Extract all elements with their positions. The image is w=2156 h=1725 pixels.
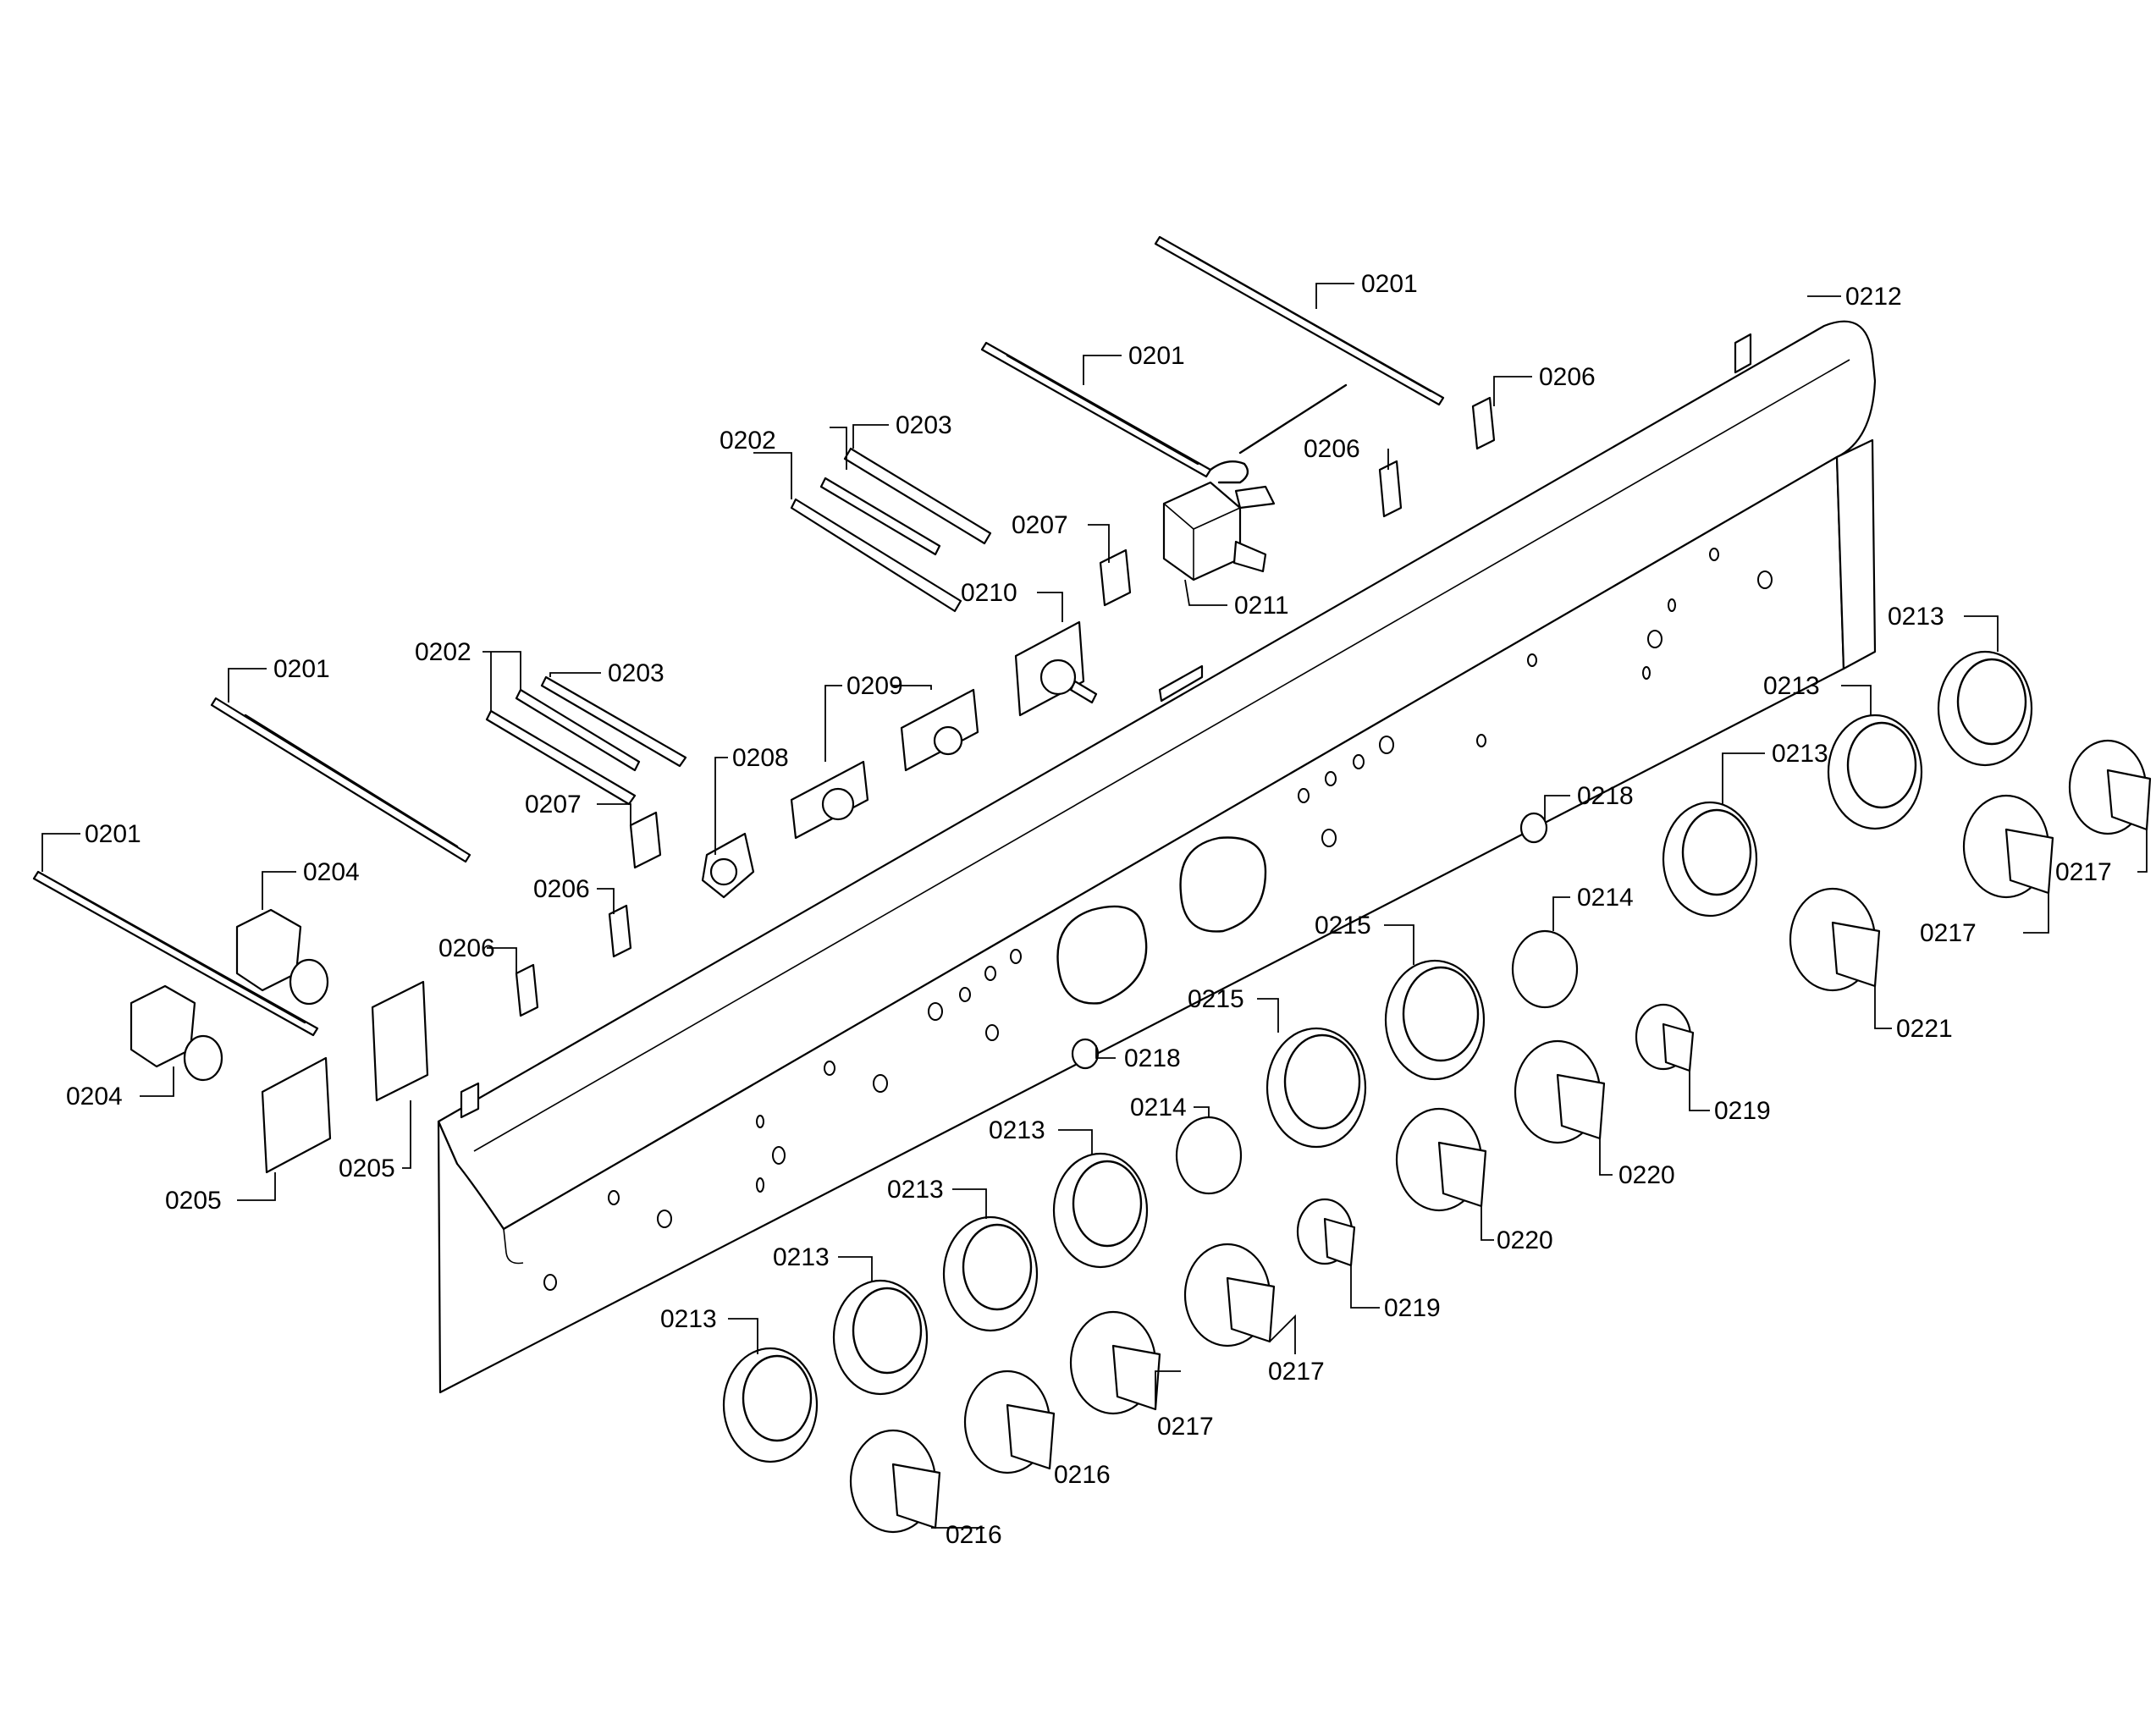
label-0201-c: 0201 bbox=[273, 655, 330, 683]
panel-holes bbox=[543, 548, 1773, 1291]
label-0206-b: 0206 bbox=[1304, 435, 1360, 463]
control-panel bbox=[437, 320, 1877, 1394]
label-0205-b: 0205 bbox=[165, 1187, 222, 1215]
label-0220-b: 0220 bbox=[1618, 1161, 1675, 1189]
label-0203-b: 0203 bbox=[608, 659, 664, 687]
label-0204-b: 0204 bbox=[66, 1083, 123, 1111]
label-0219-a: 0219 bbox=[1384, 1294, 1441, 1322]
label-0214-b: 0214 bbox=[1577, 884, 1634, 912]
knobs-and-bezels bbox=[722, 650, 2152, 1534]
label-0204-a: 0204 bbox=[303, 858, 360, 886]
leader-lines bbox=[41, 283, 2148, 1529]
label-0213-c: 0213 bbox=[887, 1176, 944, 1204]
label-0202-b: 0202 bbox=[415, 638, 471, 666]
label-0213-e: 0213 bbox=[1772, 740, 1828, 768]
label-0210: 0210 bbox=[961, 579, 1017, 607]
label-0203-a: 0203 bbox=[896, 411, 952, 439]
label-0215-b: 0215 bbox=[1315, 912, 1371, 940]
label-0211: 0211 bbox=[1234, 592, 1289, 620]
label-0215-a: 0215 bbox=[1188, 985, 1244, 1013]
label-0219-b: 0219 bbox=[1714, 1097, 1771, 1125]
label-0206-d: 0206 bbox=[438, 934, 495, 962]
label-0201-b: 0201 bbox=[1128, 342, 1185, 370]
label-0202-a: 0202 bbox=[720, 427, 776, 455]
label-0213-f: 0213 bbox=[1763, 672, 1820, 700]
label-0208: 0208 bbox=[732, 744, 789, 772]
label-0205-a: 0205 bbox=[339, 1155, 395, 1182]
label-0217-b: 0217 bbox=[1268, 1358, 1325, 1386]
label-0216-a: 0216 bbox=[946, 1521, 1002, 1549]
part-labels: 0201 0201 0212 0206 0206 0202 0203 0207 … bbox=[66, 270, 2112, 1549]
label-0206-c: 0206 bbox=[533, 875, 590, 903]
label-0212: 0212 bbox=[1845, 283, 1902, 311]
label-0213-b: 0213 bbox=[773, 1243, 830, 1271]
label-0207-a: 0207 bbox=[1012, 511, 1068, 539]
label-0209: 0209 bbox=[846, 672, 903, 700]
label-0201-d: 0201 bbox=[85, 820, 141, 848]
label-0213-d: 0213 bbox=[989, 1116, 1045, 1144]
label-0217-a: 0217 bbox=[1157, 1413, 1214, 1441]
label-0217-d: 0217 bbox=[2055, 858, 2112, 886]
label-0206-a: 0206 bbox=[1539, 363, 1596, 391]
switch-components bbox=[130, 396, 1496, 1174]
label-0201-a: 0201 bbox=[1361, 270, 1418, 298]
label-0221: 0221 bbox=[1896, 1015, 1953, 1043]
label-0216-b: 0216 bbox=[1054, 1461, 1111, 1489]
label-0218-b: 0218 bbox=[1577, 782, 1634, 810]
label-0218-a: 0218 bbox=[1124, 1044, 1181, 1072]
label-0213-g: 0213 bbox=[1888, 603, 1944, 631]
label-0220-a: 0220 bbox=[1497, 1226, 1553, 1254]
label-0213-a: 0213 bbox=[660, 1305, 717, 1333]
label-0207-b: 0207 bbox=[525, 791, 582, 818]
probe-wires bbox=[32, 235, 1445, 1037]
label-0217-c: 0217 bbox=[1920, 919, 1977, 947]
label-0214-a: 0214 bbox=[1130, 1094, 1187, 1122]
